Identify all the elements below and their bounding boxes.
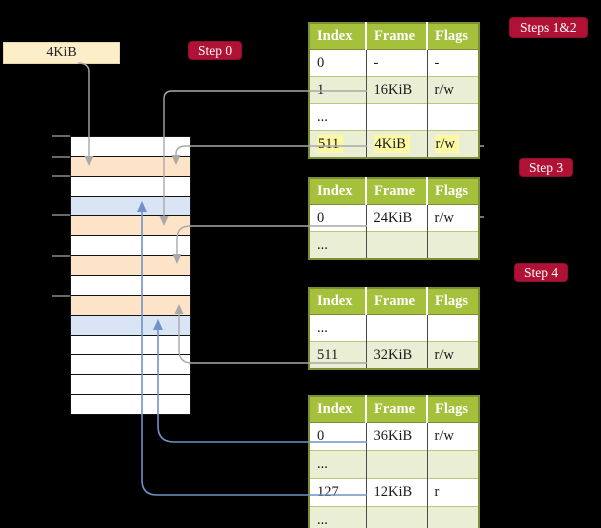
column-header-index: Index xyxy=(309,288,366,315)
table-cell xyxy=(426,450,479,479)
badge-step-4: Step 4 xyxy=(514,263,569,282)
memory-frame-white xyxy=(71,236,190,257)
physical-memory-column xyxy=(70,136,191,415)
table-cell: 0 xyxy=(309,49,366,77)
memory-frame-blue xyxy=(71,315,190,336)
badge-step-0: Step 0 xyxy=(188,41,243,60)
table-cell xyxy=(426,506,479,528)
table-row: 0-- xyxy=(309,49,479,77)
memory-frame-white xyxy=(71,355,190,376)
column-header-flags: Flags xyxy=(426,23,479,50)
badge-steps-1-2: Steps 1&2 xyxy=(509,17,588,38)
column-header-frame: Frame xyxy=(365,23,427,50)
table-cell: r/w xyxy=(426,130,479,158)
table-cell: r xyxy=(426,478,479,507)
badge-step-3: Step 3 xyxy=(519,158,574,177)
table-cell xyxy=(426,314,479,342)
column-header-flags: Flags xyxy=(426,396,479,423)
table-cell: ... xyxy=(309,103,366,131)
memory-frame-peach xyxy=(71,156,190,177)
table-cell: 1 xyxy=(309,76,366,104)
table-cell xyxy=(365,450,427,479)
table-cell: 511 xyxy=(309,341,366,369)
table-cell: ... xyxy=(309,314,366,342)
memory-frame-peach xyxy=(71,295,190,316)
table-cell xyxy=(365,506,427,528)
table-cell: 0 xyxy=(309,204,366,232)
table-row: ... xyxy=(309,450,479,479)
column-header-frame: Frame xyxy=(365,288,427,315)
table-row: ... xyxy=(309,314,479,342)
column-header-frame: Frame xyxy=(365,178,427,205)
memory-frame-white xyxy=(71,395,190,415)
table-cell: 0 xyxy=(309,422,366,451)
table-cell: ... xyxy=(309,506,366,528)
table-row: ... xyxy=(309,506,479,528)
table-cell: 24KiB xyxy=(365,204,427,232)
memory-frame-white xyxy=(71,137,190,157)
memory-frame-white xyxy=(71,375,190,396)
column-header-flags: Flags xyxy=(426,288,479,315)
table-cell: 12KiB xyxy=(365,478,427,507)
memory-frame-peach xyxy=(71,216,190,237)
highlighted-value: 4KiB xyxy=(373,134,410,153)
memory-frame-white xyxy=(71,176,190,197)
table-cell: ... xyxy=(309,450,366,479)
table-cell: ... xyxy=(309,231,366,259)
column-header-frame: Frame xyxy=(365,396,427,423)
table-cell xyxy=(365,314,427,342)
memory-frame-blue xyxy=(71,196,190,217)
frame-size-label: 4KiB xyxy=(46,45,77,60)
memory-frame-white xyxy=(71,276,190,296)
column-header-index: Index xyxy=(309,23,366,50)
frame-size-label-box: 4KiB xyxy=(3,42,120,64)
table-cell xyxy=(365,231,427,259)
memory-frame-peach xyxy=(71,256,190,277)
table-cell: 4KiB xyxy=(365,130,427,158)
table-cell xyxy=(426,231,479,259)
column-header-index: Index xyxy=(309,396,366,423)
table-cell xyxy=(365,103,427,131)
highlighted-value: 511 xyxy=(317,134,344,153)
table-cell: 32KiB xyxy=(365,341,427,369)
highlighted-value: r/w xyxy=(434,134,459,153)
memory-frame-white xyxy=(71,335,190,356)
table-cell: - xyxy=(365,49,427,77)
table-cell: 16KiB xyxy=(365,76,427,104)
table-cell: 127 xyxy=(309,478,366,507)
table-cell: 511 xyxy=(309,130,366,158)
table-cell: r/w xyxy=(426,204,479,232)
table-cell: - xyxy=(426,49,479,77)
table-cell: r/w xyxy=(426,76,479,104)
memory-tick-marks xyxy=(52,135,70,297)
table-cell xyxy=(426,103,479,131)
column-header-index: Index xyxy=(309,178,366,205)
table-cell: r/w xyxy=(426,341,479,369)
column-header-flags: Flags xyxy=(426,178,479,205)
table-row: 511 4KiB r/w xyxy=(309,130,479,158)
table-cell: 36KiB xyxy=(365,422,427,451)
table-cell: r/w xyxy=(426,422,479,451)
table-row: ... xyxy=(309,231,479,259)
table-row: ... xyxy=(309,103,479,131)
